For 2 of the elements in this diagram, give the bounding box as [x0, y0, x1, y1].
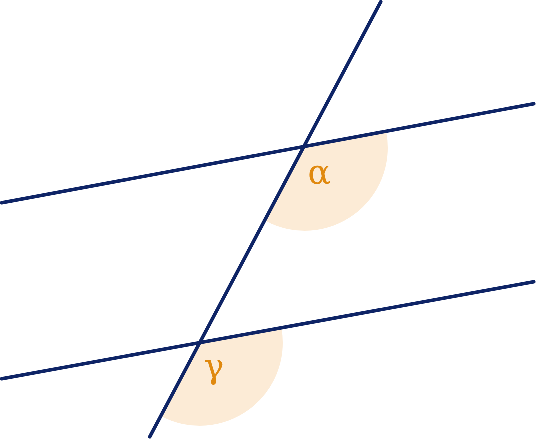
angle-label: α	[308, 156, 331, 190]
angle-label: γ	[204, 350, 224, 384]
